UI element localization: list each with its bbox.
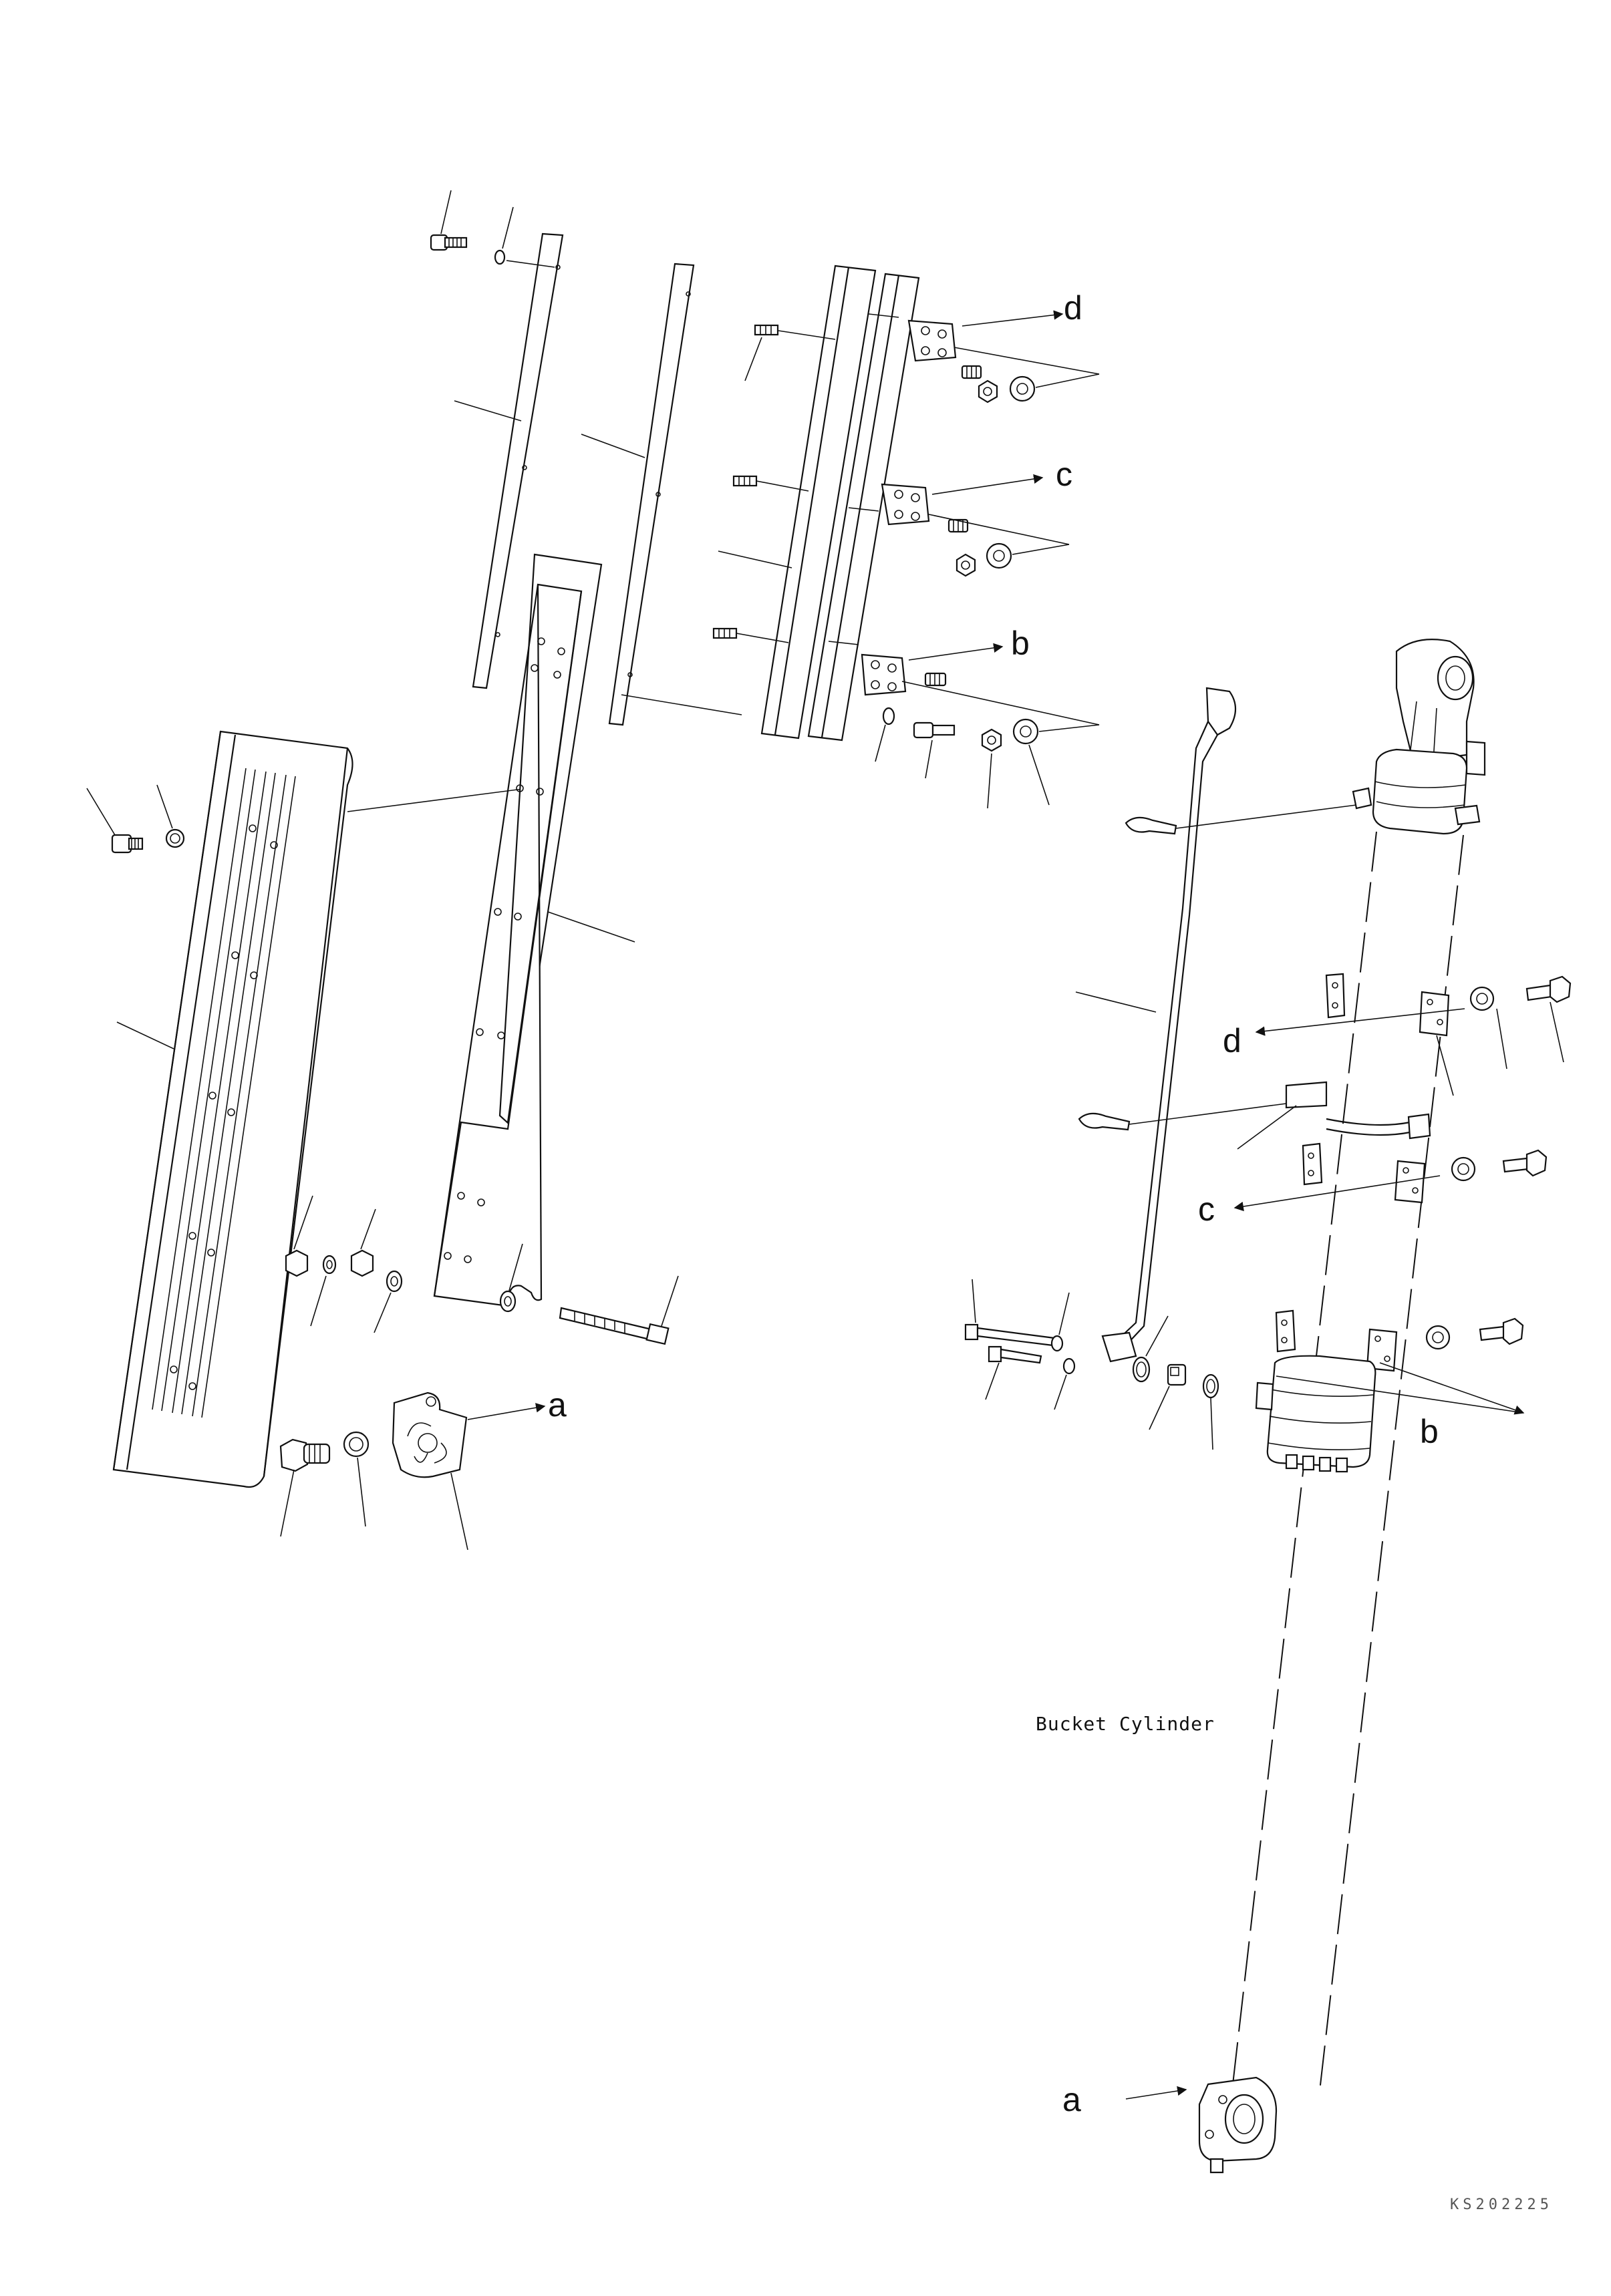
washer-part <box>1012 718 1039 745</box>
split-flange-part <box>1167 1363 1187 1386</box>
cylinder-caption: Bucket Cylinder <box>1036 1713 1215 1735</box>
callout-arrow-a <box>1125 2086 1187 2100</box>
clip-part <box>1078 1112 1131 1131</box>
washer-part <box>165 828 185 848</box>
leader-line <box>547 911 635 943</box>
callout-letter-d: d <box>1064 289 1082 327</box>
washer-part <box>986 542 1012 569</box>
strip-part <box>472 232 564 689</box>
leader-line <box>347 788 529 812</box>
head-bolts <box>1285 1454 1348 1473</box>
callout-letter-a-lower: a <box>1062 2081 1081 2118</box>
leader-line <box>621 694 742 715</box>
center-plate <box>433 553 603 1307</box>
callout-letter-d-lower: d <box>1223 1022 1241 1059</box>
washer-part <box>882 707 895 725</box>
leader-line <box>581 434 645 458</box>
callout-letter-c: c <box>1056 456 1072 493</box>
bolt-part <box>913 721 956 739</box>
stud-part <box>732 475 758 487</box>
bolt-part <box>1479 1317 1524 1345</box>
plate-holes <box>170 824 278 1390</box>
callout-arrow-d <box>1255 1008 1465 1036</box>
callout-letter-a: a <box>548 1386 567 1424</box>
nut-part <box>978 379 998 403</box>
strip-part <box>608 263 695 726</box>
nut-part <box>981 728 1002 752</box>
washer-part <box>1062 1357 1076 1375</box>
stud-part <box>712 627 738 639</box>
bolt-part <box>111 834 144 854</box>
drawing-code: KS202225 <box>1450 2196 1553 2213</box>
washer-part <box>1451 1156 1476 1182</box>
bucket-cylinder <box>1198 639 1486 2174</box>
washer-part <box>494 249 506 265</box>
washer-part <box>1009 375 1036 402</box>
nut-part <box>956 553 976 577</box>
nut-part <box>350 1249 374 1277</box>
long-bolt-part <box>559 1307 670 1345</box>
washer-part <box>499 1290 517 1313</box>
washer-part <box>1469 986 1495 1011</box>
washer-part <box>1425 1325 1451 1350</box>
clip-part <box>1125 816 1177 835</box>
washer-part <box>343 1431 370 1458</box>
nut-part <box>961 365 982 379</box>
washer-part <box>322 1255 337 1275</box>
pipe-part <box>1101 687 1237 1363</box>
nut-part <box>947 518 969 533</box>
nut-part <box>924 672 947 687</box>
bolt-part <box>964 1323 1056 1347</box>
callout-letter-c-lower: c <box>1198 1190 1215 1228</box>
bolt-part <box>430 234 468 251</box>
leader-line <box>116 1021 174 1049</box>
oring-part <box>1202 1373 1219 1399</box>
rail-frame <box>760 265 957 742</box>
leader-line <box>1075 991 1157 1013</box>
oring-part <box>1132 1356 1151 1383</box>
leader-line <box>454 400 522 422</box>
guard-plate <box>112 730 353 1488</box>
washer-part <box>386 1270 403 1293</box>
bolt-part <box>988 1345 1042 1364</box>
nut-part <box>285 1249 309 1277</box>
stud-part <box>754 324 779 336</box>
callout-letter-b-lower: b <box>1420 1413 1439 1450</box>
callout-arrow-b <box>1379 1362 1525 1415</box>
bolt-part <box>279 1438 331 1472</box>
bracket-part <box>392 1391 468 1478</box>
plate-holes <box>444 637 565 1263</box>
bolt-part <box>1525 975 1572 1003</box>
washer-part <box>1050 1335 1064 1352</box>
bolt-part <box>1502 1149 1548 1177</box>
callout-letter-b: b <box>1011 625 1030 662</box>
callout-arrow-c <box>1233 1175 1441 1212</box>
